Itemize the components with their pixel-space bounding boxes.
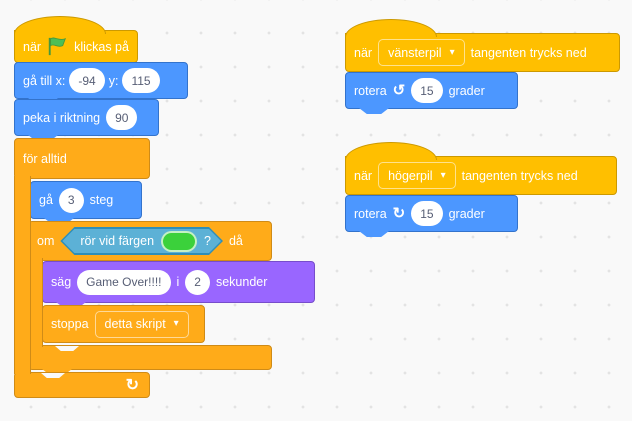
turn-cw-degrees-input[interactable]: 15 — [411, 201, 443, 226]
block-when-flag-clicked[interactable]: när klickas på — [14, 16, 138, 63]
goto-mid-label: y: — [108, 73, 119, 88]
if-post-label: då — [228, 234, 243, 248]
if-pre-label: om — [37, 234, 55, 248]
point-direction-label: peka i riktning — [23, 110, 101, 125]
green-flag-icon — [47, 37, 68, 56]
when-flag-post-label: klickas på — [74, 39, 129, 54]
turn-cw-icon: ↻ — [392, 205, 406, 222]
when-key-left-post-label: tangenten trycks ned — [470, 45, 587, 60]
turn-ccw-post-label: grader — [448, 83, 485, 98]
forever-label: för alltid — [23, 151, 67, 166]
key-dropdown-right[interactable]: högerpil ▾ — [378, 162, 456, 189]
block-forever-column[interactable] — [14, 176, 31, 374]
goto-pre-label: gå till x: — [23, 73, 66, 88]
say-pre-label: säg — [51, 275, 72, 289]
color-swatch[interactable] — [161, 231, 197, 252]
when-key-right-post-label: tangenten trycks ned — [461, 168, 578, 183]
direction-input[interactable]: 90 — [106, 105, 138, 130]
block-point-direction[interactable]: peka i riktning 90 — [14, 99, 159, 136]
stop-option-dropdown[interactable]: detta skript ▾ — [94, 310, 189, 338]
block-when-key-left-pressed[interactable]: när vänsterpil ▾ tangenten trycks ned — [345, 19, 620, 72]
x-input[interactable]: -94 — [69, 68, 105, 93]
y-input[interactable]: 115 — [122, 68, 160, 93]
turn-ccw-degrees-input[interactable]: 15 — [411, 78, 443, 103]
loop-arrow-icon: ↻ — [125, 377, 139, 394]
block-if-bottom[interactable] — [28, 345, 272, 370]
stop-option-value: detta skript — [104, 317, 166, 331]
stop-pre-label: stoppa — [51, 317, 89, 331]
say-seconds-input[interactable]: 2 — [185, 269, 210, 295]
block-move-steps[interactable]: gå 3 steg — [30, 181, 142, 219]
turn-cw-post-label: grader — [448, 206, 485, 221]
block-say-for-seconds[interactable]: säg Game Over!!!! i 2 sekunder — [42, 261, 315, 303]
turn-cw-pre-label: rotera — [354, 206, 387, 221]
block-turn-ccw[interactable]: rotera ↺ 15 grader — [345, 72, 518, 109]
turn-ccw-pre-label: rotera — [354, 83, 387, 98]
touching-color-question-label: ? — [204, 234, 211, 248]
touching-color-label: rör vid färgen — [80, 234, 155, 248]
block-forever-top[interactable]: för alltid — [14, 138, 150, 179]
when-flag-pre-label: när — [23, 39, 42, 54]
block-when-key-right-pressed[interactable]: när högerpil ▾ tangenten trycks ned — [345, 142, 617, 195]
block-stop[interactable]: stoppa detta skript ▾ — [42, 305, 205, 343]
block-if-top[interactable]: om rör vid färgen ? då — [28, 221, 272, 261]
block-forever-bottom[interactable]: ↻ — [14, 372, 150, 398]
say-mid-label: i — [176, 275, 180, 289]
key-dropdown-left[interactable]: vänsterpil ▾ — [378, 39, 465, 66]
touching-color-condition[interactable]: rör vid färgen ? — [60, 227, 223, 255]
dropdown-arrow-icon: ▾ — [173, 318, 179, 329]
dropdown-arrow-icon: ▾ — [449, 46, 455, 58]
key-dropdown-right-value: högerpil — [388, 168, 433, 183]
block-goto-xy[interactable]: gå till x: -94 y: 115 — [14, 62, 188, 99]
move-pre-label: gå — [39, 193, 53, 207]
turn-ccw-icon: ↺ — [392, 82, 406, 99]
if-bottom-notch — [55, 346, 79, 351]
say-post-label: sekunder — [215, 275, 268, 289]
move-post-label: steg — [89, 193, 114, 207]
key-dropdown-left-value: vänsterpil — [388, 45, 442, 60]
dropdown-arrow-icon: ▾ — [440, 169, 446, 181]
say-message-input[interactable]: Game Over!!!! — [77, 269, 171, 295]
when-key-right-pre-label: när — [354, 168, 373, 183]
block-turn-cw[interactable]: rotera ↻ 15 grader — [345, 195, 518, 232]
steps-input[interactable]: 3 — [58, 187, 84, 213]
forever-bottom-notch — [41, 373, 65, 378]
when-key-left-pre-label: när — [354, 45, 373, 60]
